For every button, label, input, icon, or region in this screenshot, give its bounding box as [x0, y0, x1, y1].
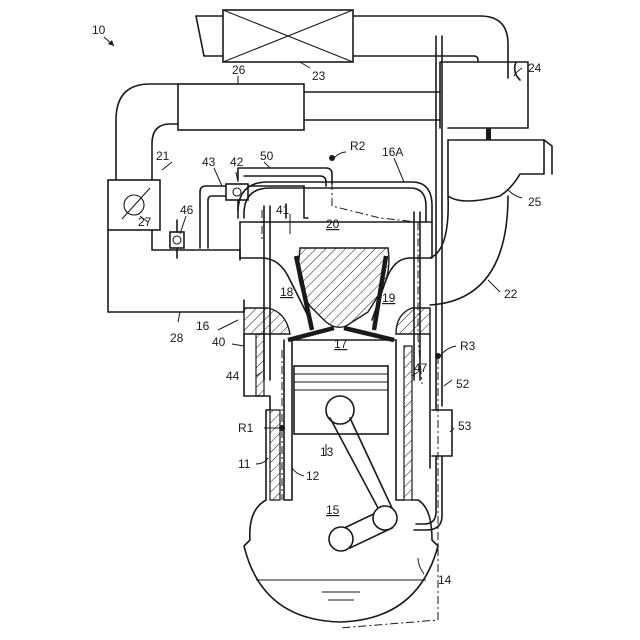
intercooler: [178, 84, 304, 130]
label-47: 47: [414, 361, 428, 375]
label-16a: 16A: [382, 145, 403, 159]
throttle-body: [108, 180, 160, 230]
label-11: 11: [238, 457, 251, 471]
figure-reference: 10: [92, 23, 114, 46]
figure-number: 10: [92, 23, 106, 37]
label-53: 53: [458, 419, 472, 433]
label-13: 13: [320, 445, 334, 459]
pcv-line: [238, 168, 332, 186]
compressor-housing: [440, 62, 528, 128]
label-22: 22: [504, 287, 518, 301]
breather-pipe: [200, 186, 304, 248]
label-46: 46: [180, 203, 194, 217]
label-18: 18: [280, 285, 294, 299]
air-cleaner: [223, 10, 353, 62]
label-16: 16: [196, 319, 210, 333]
label-14: 14: [438, 573, 452, 587]
label-28: 28: [170, 331, 184, 345]
label-50: 50: [260, 149, 274, 163]
label-15: 15: [326, 503, 340, 517]
turbine-housing: [448, 140, 552, 201]
label-27: 27: [138, 215, 152, 229]
label-r1: R1: [238, 421, 254, 435]
label-21: 21: [156, 149, 170, 163]
turbo-shaft: [486, 128, 491, 140]
label-19: 19: [382, 291, 396, 305]
label-44: 44: [226, 369, 240, 383]
label-17: 17: [334, 337, 348, 351]
check-valve: [170, 220, 184, 258]
label-12: 12: [306, 469, 320, 483]
label-41: 41: [276, 203, 290, 217]
label-24: 24: [528, 61, 542, 75]
label-52: 52: [456, 377, 470, 391]
head-cover: [238, 182, 432, 222]
label-23: 23: [312, 69, 326, 83]
label-42: 42: [230, 155, 244, 169]
label-40: 40: [212, 335, 226, 349]
connecting-rod: [329, 418, 397, 551]
crankcase: [244, 500, 438, 622]
label-43: 43: [202, 155, 216, 169]
piston: [294, 366, 388, 434]
label-r3: R3: [460, 339, 476, 353]
label-25: 25: [528, 195, 542, 209]
label-r2: R2: [350, 139, 366, 153]
label-20: 20: [326, 217, 340, 231]
label-26: 26: [232, 63, 246, 77]
